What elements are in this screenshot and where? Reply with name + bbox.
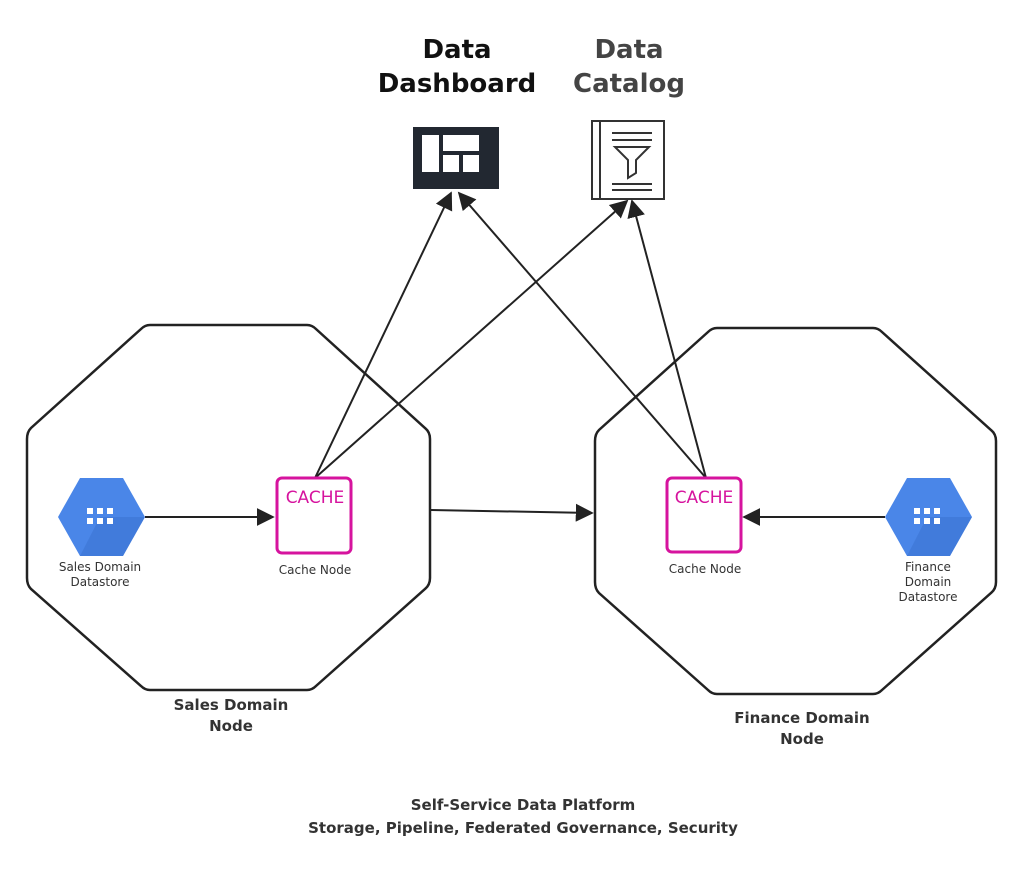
arrow-sales-node-to-finance-node	[430, 503, 594, 522]
arrow-finance-cache-to-catalog	[627, 199, 707, 479]
finance-domain-node-boundary	[593, 326, 998, 696]
arrow-sales-cache-to-catalog	[314, 199, 629, 479]
sales-cache-node: CACHE	[275, 476, 353, 555]
finance-datastore-icon	[885, 478, 972, 556]
finance-datastore-label-line1: Finance	[905, 560, 951, 574]
data-catalog-icon	[591, 120, 665, 200]
sales-datastore-label-line1: Sales Domain	[59, 560, 141, 574]
sales-datastore-label-line2: Datastore	[70, 575, 129, 589]
sales-domain-node-boundary	[25, 323, 432, 692]
connectors	[145, 191, 885, 526]
finance-domain-node-label-line1: Finance Domain	[734, 709, 869, 727]
platform-title: Self-Service Data Platform	[411, 796, 636, 814]
dashboard-icon	[413, 127, 499, 189]
finance-cache-text: CACHE	[675, 488, 734, 508]
finance-cache-node-label: Cache Node	[669, 562, 741, 576]
arrow-finance-cache-to-dashboard	[457, 191, 707, 479]
sales-domain-node-label-line1: Sales Domain	[174, 696, 289, 714]
dashboard-title-line1: Data	[422, 35, 491, 65]
sales-cache-text: CACHE	[286, 488, 345, 508]
sales-domain-node-label-line2: Node	[209, 717, 253, 735]
finance-datastore-label-line3: Datastore	[898, 590, 957, 604]
finance-datastore-label-line2: Domain	[905, 575, 952, 589]
sales-cache-node-label: Cache Node	[279, 563, 351, 577]
arrow-sales-cache-to-dashboard	[314, 191, 453, 479]
finance-cache-node: CACHE	[665, 476, 743, 554]
sales-datastore-icon	[58, 478, 145, 556]
catalog-title-line2: Catalog	[573, 69, 685, 99]
platform-capabilities: Storage, Pipeline, Federated Governance,…	[308, 819, 738, 837]
finance-domain-node-label-line2: Node	[780, 730, 824, 748]
catalog-title-line1: Data	[594, 35, 663, 65]
dashboard-title-line2: Dashboard	[378, 69, 537, 99]
